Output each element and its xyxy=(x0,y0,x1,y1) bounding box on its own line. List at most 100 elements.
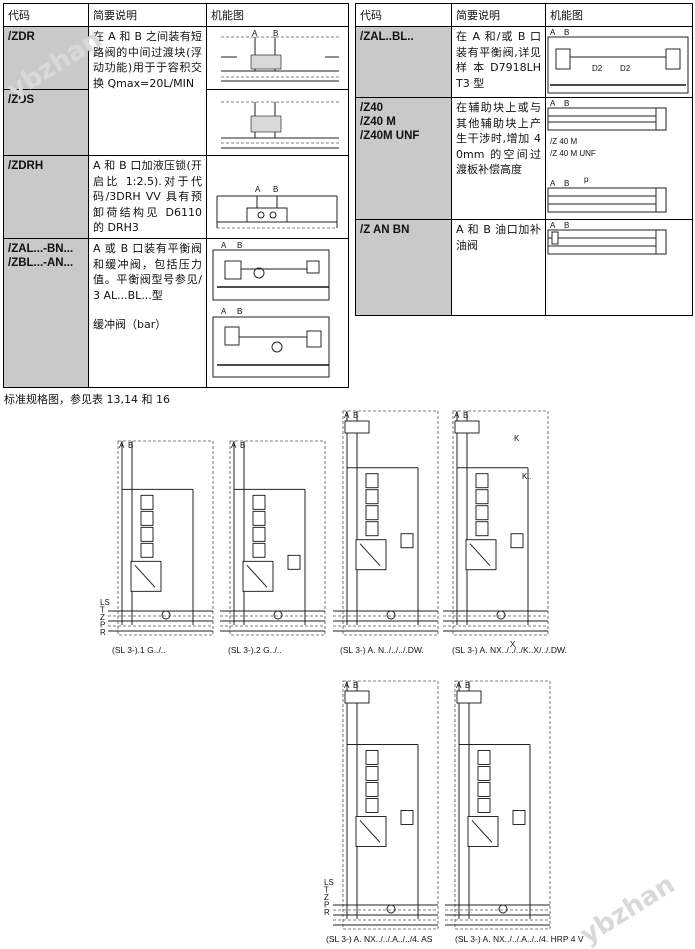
port-a-label: A xyxy=(344,411,350,420)
valve-section xyxy=(365,781,379,797)
header-code: 代码 xyxy=(355,3,452,27)
panel-frame xyxy=(342,410,439,636)
note-text: 标准规格图，参见表 13,14 和 16 xyxy=(4,393,170,406)
port-label: LS xyxy=(100,598,110,607)
check-valve xyxy=(273,610,283,620)
valve-section xyxy=(477,781,491,797)
top-valve-block xyxy=(454,420,480,434)
check-valve xyxy=(386,904,396,914)
desc-text: A 或 B 口装有平衡阀和缓冲阀，包括压力值。平衡阀型号参见/3 AL...BL… xyxy=(93,242,202,302)
k-label: K.. xyxy=(522,472,532,481)
row-desc: 在辅助块上或与其他辅助块上产生干涉时,增加 40mm 的空间过渡板补偿高度 xyxy=(451,97,546,220)
row-code: /ZAL..BL.. xyxy=(355,26,452,98)
k-label: K xyxy=(514,434,520,443)
port-label: Z xyxy=(324,893,329,902)
row-desc: A 和 B 油口加补油阀 xyxy=(451,219,546,316)
row-desc: 在 A 和/或 B 口装有平衡阀,详见 样 本 D7918LHT3 型 xyxy=(451,26,546,98)
port-label: R xyxy=(100,628,106,637)
caption: (SL 3-) A. N../../../.DW. xyxy=(340,645,424,655)
valve-section xyxy=(365,473,379,489)
port-label: Z xyxy=(100,613,105,622)
function-diagram xyxy=(206,89,349,156)
row-code: /ZDRH xyxy=(3,155,89,239)
panel-frame xyxy=(454,680,551,930)
port-a-label: A xyxy=(550,179,556,188)
port-b-label: B xyxy=(237,241,242,250)
function-diagram: A B xyxy=(206,155,349,239)
port-a-label: A xyxy=(255,185,261,194)
port-b-label: B xyxy=(564,179,569,188)
port-a-label: A xyxy=(344,681,350,690)
header-diagram: 机能图 xyxy=(206,3,349,27)
valve-section xyxy=(475,521,489,537)
port-b-label: B xyxy=(465,681,470,690)
function-diagram: A B xyxy=(206,26,349,90)
valve-section xyxy=(365,521,379,537)
valve-section xyxy=(475,505,489,521)
right-spec-table: 代码 简要说明 机能图 /ZAL..BL.. 在 A 和/或 B 口装有平衡阀,… xyxy=(355,3,693,316)
panel-frame xyxy=(452,410,549,636)
spool-arrow xyxy=(134,564,156,588)
d2-label: D2 xyxy=(592,64,603,73)
check-valve xyxy=(386,610,396,620)
x-label: X xyxy=(510,640,516,649)
spool-arrow xyxy=(359,543,381,567)
valve-section xyxy=(477,797,491,813)
top-valve-block xyxy=(344,690,370,704)
port-label: T xyxy=(100,606,105,615)
valve-section xyxy=(140,526,154,542)
panel-frame xyxy=(342,680,439,930)
valve-section xyxy=(140,494,154,510)
valve-section xyxy=(365,797,379,813)
row-code: /Z AN BN xyxy=(355,219,452,316)
port-b-label: B xyxy=(564,221,569,230)
port-b-label: B xyxy=(353,411,358,420)
check-valve xyxy=(161,610,171,620)
port-a-label: A xyxy=(221,241,227,250)
function-diagram: A B D2 D2 xyxy=(545,26,693,98)
fig-label: /Z 40 M UNF xyxy=(550,149,596,158)
header-desc: 简要说明 xyxy=(88,3,207,27)
port-a-label: A xyxy=(221,307,227,316)
caption: (SL 3-).2 G../.. xyxy=(228,645,282,655)
row-code: /Z40 /Z40 M /Z40M UNF xyxy=(355,97,452,220)
row-desc: A 和 B 口加液压锁(开启比 1:2.5).对于代码/3DRH VV 具有预卸… xyxy=(88,155,207,239)
port-label: T xyxy=(324,886,329,895)
port-label: LS xyxy=(324,878,334,887)
port-b-label: B xyxy=(237,307,242,316)
row-code: /ZAL...-BN... /ZBL...-AN... xyxy=(3,238,89,388)
valve-section xyxy=(365,765,379,781)
port-label: R xyxy=(324,908,330,917)
port-a-label: A xyxy=(456,681,462,690)
row-code: /ZDR xyxy=(3,26,89,90)
port-a-label: A xyxy=(119,441,125,450)
port-a-label: A xyxy=(454,411,460,420)
valve-section xyxy=(475,489,489,505)
caption: (SL 3-) A. NX../../../K..X/../.DW. xyxy=(452,645,567,655)
valve-section xyxy=(365,505,379,521)
row-desc: 在 A 和 B 之间装有短路阀的中间过渡块(浮动功能)用于于容积交换 Qmax=… xyxy=(88,26,207,156)
caption: (SL 3-).1 G../.. xyxy=(112,645,166,655)
header-code: 代码 xyxy=(3,3,89,27)
spool-arrow xyxy=(469,543,491,567)
valve-section xyxy=(365,749,379,765)
panel-frame xyxy=(117,440,214,636)
function-diagram: A B A B xyxy=(206,238,349,388)
pressure-valve xyxy=(512,809,526,825)
port-b-label: B xyxy=(564,99,569,108)
spool-arrow xyxy=(471,820,493,843)
valve-section xyxy=(252,526,266,542)
desc-note: 缓冲阀（bar） xyxy=(93,318,167,331)
port-b-label: B xyxy=(353,681,358,690)
valve-section xyxy=(252,510,266,526)
pressure-valve xyxy=(287,554,301,570)
check-valve xyxy=(496,610,506,620)
spool-arrow xyxy=(359,820,381,843)
fig-label: /Z 40 M xyxy=(550,137,577,146)
row-desc: A 或 B 口装有平衡阀和缓冲阀，包括压力值。平衡阀型号参见/3 AL...BL… xyxy=(88,238,207,388)
caption: (SL 3-) A. NX../../.A../../4. HRP 4 V xyxy=(455,934,584,944)
function-diagram: A B xyxy=(545,219,693,316)
header-desc: 简要说明 xyxy=(451,3,546,27)
valve-section xyxy=(365,489,379,505)
